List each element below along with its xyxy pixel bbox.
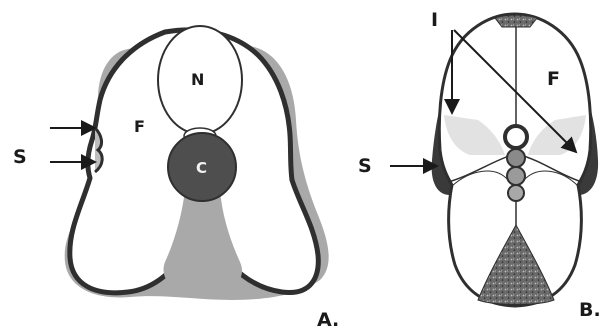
- panel-b-label-i: I: [431, 9, 438, 31]
- panel-a-label-s: S: [13, 146, 27, 168]
- panel-b-label: B.: [579, 299, 601, 321]
- panel-b-top-wedge: [495, 15, 537, 27]
- panel-a-label-f: F: [134, 117, 145, 136]
- panel-a: N C F S A.: [13, 26, 339, 331]
- panel-b-circle-1: [507, 149, 525, 167]
- panel-b-circle-2: [507, 167, 525, 185]
- panel-a-label-n: N: [191, 70, 204, 89]
- panel-b-label-s: S: [358, 155, 372, 177]
- panel-b-label-f: F: [547, 68, 560, 90]
- panel-a-label: A.: [317, 309, 339, 331]
- panel-b-circle-3: [508, 185, 524, 201]
- panel-a-label-c: C: [196, 159, 207, 177]
- panel-b-ring: [505, 126, 527, 148]
- panel-b: I F S B.: [358, 9, 601, 321]
